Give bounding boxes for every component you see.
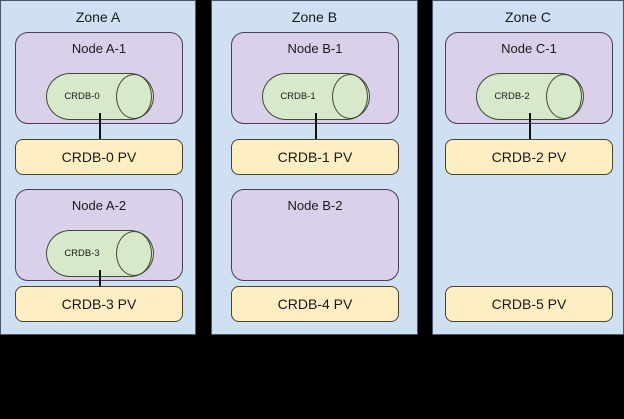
pv-crdb-4: CRDB-4 PV: [231, 286, 399, 322]
node-b-1-title: Node B-1: [287, 41, 343, 56]
connector-crdb-0: [99, 113, 101, 140]
node-c-1: Node C-1 CRDB-2: [445, 32, 613, 124]
node-a-2-title: Node A-2: [71, 198, 127, 213]
node-b-2: Node B-2: [231, 189, 399, 281]
pv-crdb-5: CRDB-5 PV: [445, 286, 613, 322]
database-crdb-3-label: CRDB-3: [64, 248, 100, 259]
cylinder-cap: [116, 231, 152, 276]
pv-crdb-0: CRDB-0 PV: [15, 139, 183, 175]
node-a-2: Node A-2 CRDB-3: [15, 189, 183, 281]
database-crdb-1: CRDB-1: [262, 73, 370, 120]
database-crdb-0-label: CRDB-0: [64, 91, 100, 102]
node-a-1-title: Node A-1: [71, 41, 127, 56]
connector-crdb-2: [529, 113, 531, 140]
database-crdb-0: CRDB-0: [46, 73, 154, 120]
cylinder-cap: [116, 74, 152, 119]
pv-crdb-2: CRDB-2 PV: [445, 139, 613, 175]
node-b-2-title: Node B-2: [287, 198, 343, 213]
cylinder-cap: [546, 74, 582, 119]
zone-c: Zone C Node C-1 CRDB-2 CRDB-2 PV CRDB-5 …: [432, 0, 624, 335]
pv-crdb-1: CRDB-1 PV: [231, 139, 399, 175]
database-crdb-2-label: CRDB-2: [494, 91, 530, 102]
zone-c-title: Zone C: [505, 9, 551, 25]
node-c-1-title: Node C-1: [501, 41, 557, 56]
cylinder-cap: [332, 74, 368, 119]
node-a-1: Node A-1 CRDB-0: [15, 32, 183, 124]
node-b-1: Node B-1 CRDB-1: [231, 32, 399, 124]
zone-b: Zone B Node B-1 CRDB-1 CRDB-1 PV Node B-…: [211, 0, 418, 335]
database-crdb-2: CRDB-2: [476, 73, 584, 120]
zone-a-title: Zone A: [75, 9, 121, 25]
pv-crdb-3: CRDB-3 PV: [15, 286, 183, 322]
zone-a: Zone A Node A-1 CRDB-0 CRDB-0 PV Node A-…: [0, 0, 196, 335]
database-crdb-1-label: CRDB-1: [280, 91, 316, 102]
zone-b-title: Zone B: [291, 9, 338, 25]
connector-crdb-1: [315, 113, 317, 140]
connector-crdb-3: [99, 270, 101, 297]
